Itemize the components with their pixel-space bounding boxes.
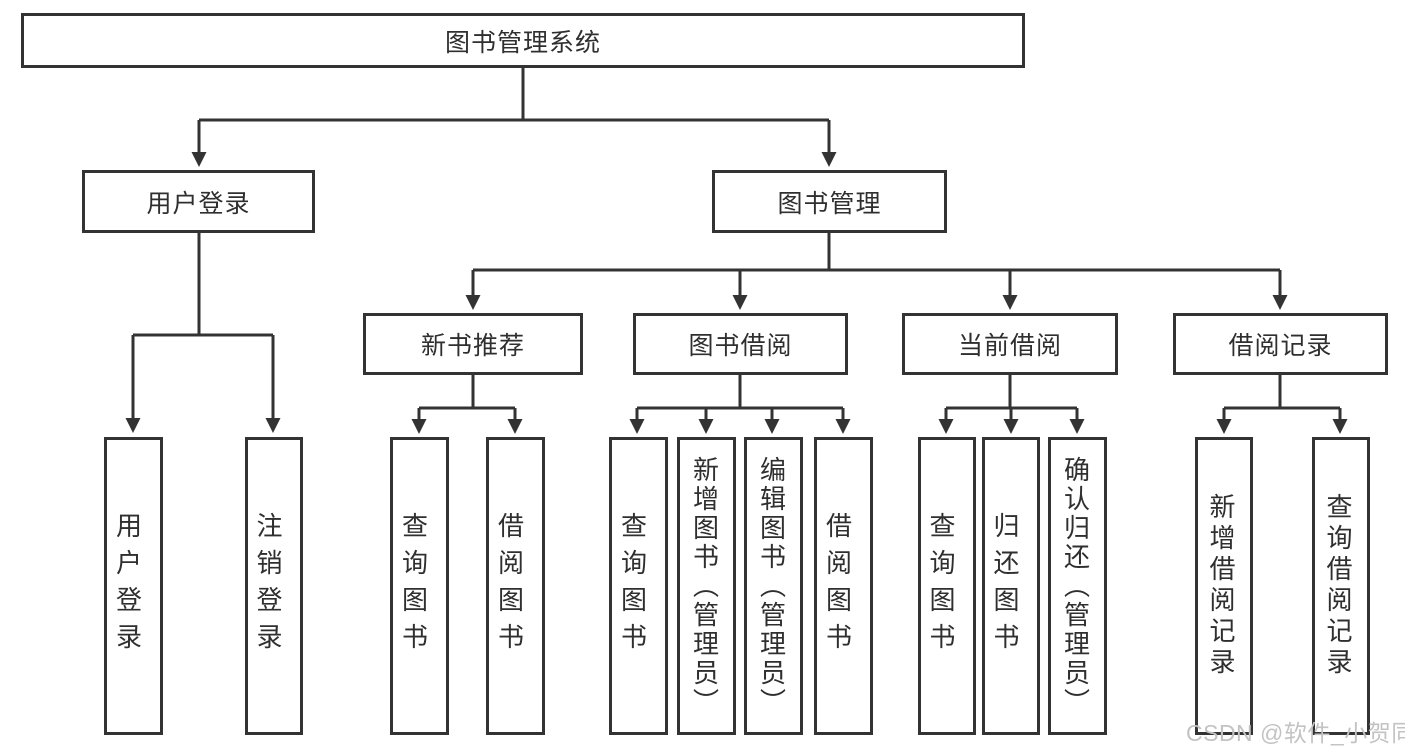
leaf-return-book: 归还图书 [982, 437, 1040, 735]
node-root: 图书管理系统 [21, 13, 1025, 68]
csdn-watermark: CSDN @软件_小贺同学 [1186, 720, 1405, 746]
leaf-query-books-3-label: 查询图书 [926, 512, 956, 660]
node-new-book-recommend: 新书推荐 [363, 313, 583, 375]
node-current-borrowing-label: 当前借阅 [957, 332, 1062, 360]
leaf-query-books-1: 查询图书 [390, 437, 449, 735]
leaf-add-borrow-record-label: 新增借阅记录 [1206, 493, 1236, 679]
leaf-borrow-books-1-label: 借阅图书 [494, 512, 525, 660]
node-book-borrowing: 图书借阅 [633, 313, 848, 375]
leaf-edit-book-admin-label: 编辑图书（管理员） [756, 455, 787, 717]
leaf-user-login: 用户登录 [104, 437, 163, 735]
leaf-query-borrow-record-label: 查询借阅记录 [1323, 493, 1353, 679]
leaf-logout: 注销登录 [245, 437, 303, 735]
leaf-logout-label: 注销登录 [253, 512, 283, 660]
node-current-borrowing: 当前借阅 [902, 313, 1118, 375]
leaf-query-books-1-label: 查询图书 [398, 512, 429, 660]
leaf-return-book-label: 归还图书 [990, 512, 1020, 660]
leaf-borrow-books-2: 借阅图书 [814, 437, 873, 735]
node-borrowing-records: 借阅记录 [1173, 313, 1388, 375]
leaf-edit-book-admin: 编辑图书（管理员） [744, 437, 803, 735]
leaf-add-book-admin: 新增图书（管理员） [677, 437, 736, 735]
node-root-label: 图书管理系统 [444, 28, 601, 57]
node-book-management: 图书管理 [712, 170, 947, 233]
node-borrowing-records-label: 借阅记录 [1228, 332, 1333, 360]
leaf-confirm-return-admin-label: 确认归还（管理员） [1060, 455, 1091, 717]
node-user-login: 用户登录 [82, 170, 315, 233]
leaf-query-books-2: 查询图书 [609, 437, 668, 735]
leaf-user-login-label: 用户登录 [112, 512, 143, 660]
leaf-borrow-books-1: 借阅图书 [486, 437, 545, 735]
leaf-confirm-return-admin: 确认归还（管理员） [1048, 437, 1107, 735]
leaf-add-borrow-record: 新增借阅记录 [1195, 437, 1253, 735]
leaf-query-borrow-record: 查询借阅记录 [1312, 437, 1370, 735]
node-book-borrowing-label: 图书借阅 [688, 332, 793, 360]
node-user-login-label: 用户登录 [146, 189, 251, 218]
leaf-query-books-2-label: 查询图书 [617, 512, 648, 660]
node-new-book-recommend-label: 新书推荐 [420, 332, 525, 360]
node-book-management-label: 图书管理 [777, 189, 882, 218]
leaf-borrow-books-2-label: 借阅图书 [822, 512, 853, 660]
leaf-add-book-admin-label: 新增图书（管理员） [689, 455, 720, 717]
leaf-query-books-3: 查询图书 [918, 437, 976, 735]
